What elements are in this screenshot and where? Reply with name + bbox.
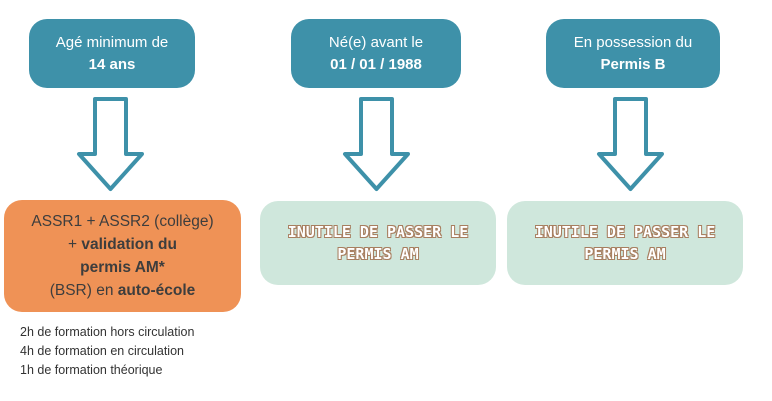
- training-note: 2h de formation hors circulation: [20, 325, 195, 339]
- result-not-needed-1-line1: INUTILE DE PASSER LE: [287, 223, 469, 241]
- result-bsr-line4: (BSR) en auto-école: [50, 279, 196, 302]
- result-bsr-line4-bold: auto-école: [117, 282, 196, 299]
- result-bsr-line2-prefix: +: [68, 236, 82, 253]
- training-note: 4h de formation en circulation: [20, 344, 184, 358]
- result-not-needed-2-line1: INUTILE DE PASSER LE: [534, 223, 716, 241]
- training-note: 1h de formation théorique: [20, 363, 163, 377]
- result-box-not-needed-2: INUTILE DE PASSER LE PERMIS AM: [507, 201, 743, 285]
- result-bsr-line2: + validation du: [68, 233, 177, 256]
- condition-birthdate: Né(e) avant le 01 / 01 / 1988: [291, 19, 461, 88]
- down-arrow-icon: [77, 97, 144, 191]
- result-not-needed-2-line2: PERMIS AM: [584, 245, 666, 263]
- condition-permis-b-line1: En possession du: [573, 33, 693, 51]
- result-bsr-line2-bold: validation du: [81, 236, 177, 253]
- condition-age-line1: Agé minimum de: [55, 33, 169, 51]
- condition-permis-b-line2: Permis B: [600, 55, 666, 73]
- down-arrow-icon: [343, 97, 410, 191]
- result-bsr-line1: ASSR1 + ASSR2 (collège): [31, 213, 214, 230]
- result-bsr-line4-prefix: (BSR) en: [49, 282, 118, 299]
- training-notes: 2h de formation hors circulation 4h de f…: [20, 323, 194, 380]
- condition-age-line2: 14 ans: [88, 55, 136, 73]
- result-not-needed-1-line2: PERMIS AM: [337, 245, 419, 263]
- result-box-bsr: ASSR1 + ASSR2 (collège) + validation du …: [4, 200, 241, 312]
- condition-permis-b: En possession du Permis B: [546, 19, 720, 88]
- condition-birthdate-line1: Né(e) avant le: [328, 33, 424, 51]
- result-bsr-line3: permis AM*: [80, 259, 165, 276]
- condition-birthdate-line2: 01 / 01 / 1988: [330, 55, 422, 73]
- condition-age: Agé minimum de 14 ans: [29, 19, 195, 88]
- result-box-not-needed-1: INUTILE DE PASSER LE PERMIS AM: [260, 201, 496, 285]
- down-arrow-icon: [597, 97, 664, 191]
